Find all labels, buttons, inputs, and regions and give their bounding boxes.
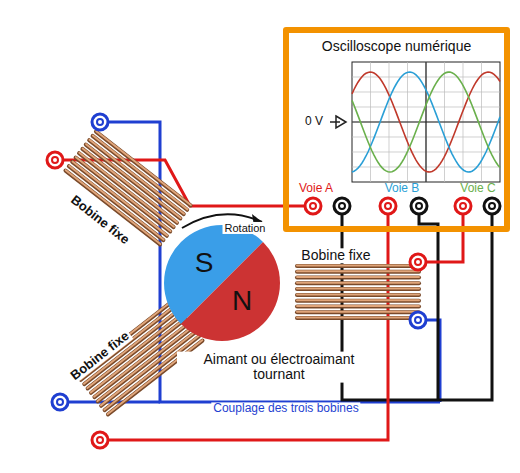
winding <box>297 316 419 320</box>
terminal <box>339 203 345 209</box>
winding <box>297 293 419 295</box>
terminal <box>97 119 103 125</box>
coils <box>65 131 419 414</box>
screen-grid <box>352 62 500 182</box>
winding <box>297 311 419 313</box>
terminal <box>334 198 350 214</box>
terminal <box>385 203 391 209</box>
sine-wave <box>352 72 500 172</box>
magnet-caption: Aimant ou électroaimant tournant <box>177 352 381 383</box>
coil-winding <box>297 265 419 318</box>
pole-letter: N <box>232 287 252 315</box>
winding <box>297 282 419 284</box>
terminal <box>92 432 108 448</box>
terminal <box>484 198 500 214</box>
terminal <box>97 437 103 443</box>
channel-label: Voie A <box>299 182 333 195</box>
terminal <box>455 198 471 214</box>
sine-wave <box>352 72 500 172</box>
terminals <box>47 114 500 448</box>
winding <box>297 317 419 319</box>
terminal <box>52 157 58 163</box>
winding <box>94 323 189 397</box>
winding <box>297 264 419 266</box>
winding <box>297 299 419 303</box>
rotating-magnet: SN <box>164 225 280 341</box>
winding <box>297 293 419 297</box>
scope-title: Oscilloscope numérique <box>289 38 504 54</box>
winding <box>297 281 419 285</box>
terminal <box>57 399 63 405</box>
terminal <box>415 317 421 323</box>
winding <box>73 162 168 236</box>
winding <box>297 287 419 291</box>
winding <box>297 310 419 314</box>
winding <box>297 299 419 301</box>
terminal <box>52 394 68 410</box>
wire-label: Couplage des trois bobines <box>211 402 360 415</box>
terminal <box>47 152 63 168</box>
magnet-disc <box>164 225 280 341</box>
sine-wave <box>352 72 500 172</box>
terminal <box>380 198 396 214</box>
winding <box>297 270 419 274</box>
winding <box>72 162 167 236</box>
scope-screen <box>352 62 500 182</box>
pole-letter: S <box>195 249 214 277</box>
winding <box>86 144 181 218</box>
zero-arrow <box>330 116 346 128</box>
terminal <box>460 203 466 209</box>
oscilloscope-frame: Oscilloscope numérique <box>283 27 510 232</box>
terminal <box>416 203 422 209</box>
phase-wire <box>63 160 463 440</box>
terminal <box>310 203 316 209</box>
winding <box>297 264 419 268</box>
north-pole <box>181 242 280 341</box>
terminal <box>410 312 426 328</box>
coil-winding <box>65 131 190 244</box>
sine-waves <box>352 72 500 172</box>
winding <box>297 288 419 290</box>
terminal <box>489 203 495 209</box>
terminal <box>411 198 427 214</box>
coil-label: Bobine fixe <box>299 248 372 263</box>
rotation-label: Rotation <box>223 222 268 234</box>
channel-label: Voie C <box>460 182 495 195</box>
terminal <box>410 254 426 270</box>
axis-label: 0 V <box>305 115 323 128</box>
winding <box>297 276 419 280</box>
terminal <box>305 198 321 214</box>
neutral-wire <box>68 122 440 402</box>
winding <box>297 305 419 307</box>
channel-label: Voie B <box>385 182 420 195</box>
terminal <box>92 114 108 130</box>
winding <box>297 305 419 309</box>
winding <box>297 270 419 272</box>
terminal <box>415 259 421 265</box>
winding <box>297 276 419 278</box>
